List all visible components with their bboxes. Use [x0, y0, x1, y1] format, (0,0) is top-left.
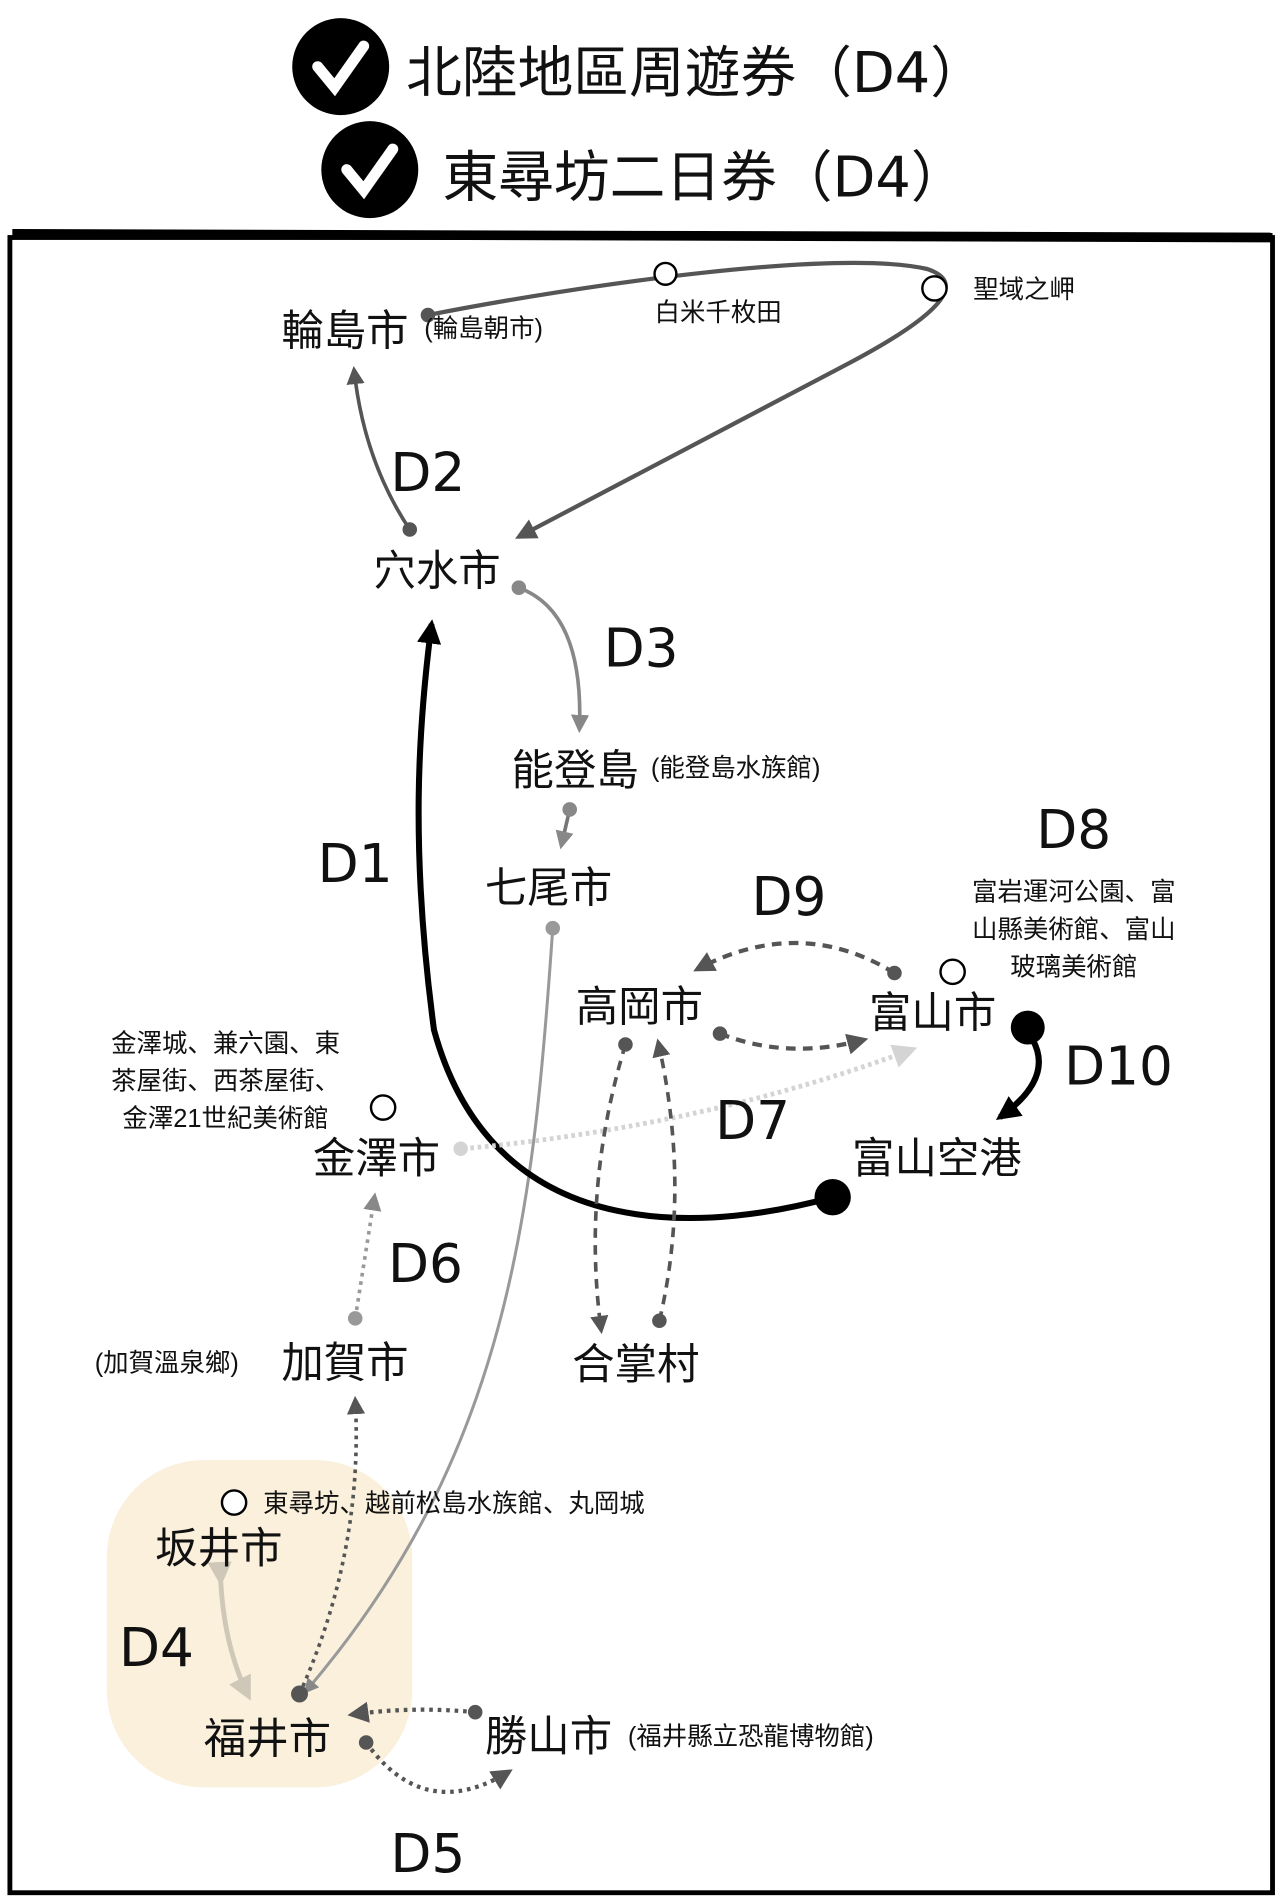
city-sakai: 坂井市 [155, 1525, 282, 1572]
route-d1 [415, 619, 834, 1221]
city-kaga: 加賀市 [281, 1340, 408, 1387]
day-label-d4: D4 [119, 1617, 194, 1679]
route-d6 [353, 1192, 382, 1319]
route-takaoka-gassho [590, 1043, 628, 1335]
city-katsuyama: 勝山市 [485, 1713, 612, 1760]
city-takaoka: 高岡市 [576, 983, 703, 1030]
poi-shiroyone: 白米千枚田 [655, 299, 782, 327]
note-sakai: 東尋坊、越前松島水族館、丸岡城 [263, 1490, 645, 1518]
note-kaga: (加賀溫泉鄉) [95, 1350, 239, 1378]
city-notojima: 能登島 [512, 747, 639, 794]
title-item-1: 北陸地區周遊券（D4） [292, 18, 986, 116]
title-item-2: 東尋坊二日券（D4） [321, 121, 967, 219]
checkmark-icon [312, 40, 370, 97]
day-label-d5: D5 [390, 1823, 465, 1885]
note-katsuyama: (福井縣立恐龍博物館) [628, 1723, 874, 1751]
route-takaoka-toyama [719, 1031, 869, 1055]
city-nanao: 七尾市 [485, 865, 612, 912]
route-fukui-kaga [297, 1395, 366, 1695]
route-noto-loop [427, 260, 948, 539]
check-circle-icon [292, 18, 390, 116]
day-label-d1: D1 [318, 833, 393, 895]
day-label-d3: D3 [604, 617, 679, 679]
day-label-d7: D7 [715, 1090, 790, 1152]
route-d7 [462, 1044, 918, 1152]
city-anamizu: 穴水市 [373, 547, 500, 594]
city-wajima: 輪島市 [281, 307, 408, 354]
day-label-d10: D10 [1064, 1036, 1173, 1098]
note-toyama: 富岩運河公園、富 山縣美術館、富山 玻璃美術館 [972, 878, 1176, 981]
city-kanazawa: 金澤市 [313, 1135, 440, 1182]
svg-text:金澤21世紀美術館: 金澤21世紀美術館 [122, 1105, 328, 1133]
poi-seiiki: 聖域之岬 [973, 276, 1075, 304]
route-d10 [995, 1038, 1042, 1121]
day-label-d8: D8 [1036, 799, 1111, 861]
note-notojima: (能登島水族館) [651, 755, 821, 783]
route-nanao-fukui [303, 928, 555, 1694]
note-kanazawa: 金澤城、兼六園、東 茶屋街、西茶屋街、 金澤21世紀美術館 [111, 1030, 340, 1133]
svg-text:富岩運河公園、富: 富岩運河公園、富 [972, 878, 1176, 906]
note-wajima: (輪島朝市) [424, 315, 543, 343]
node-dots [291, 307, 1045, 1750]
route-sakai-fukui [207, 1561, 251, 1701]
day-label-d2: D2 [390, 442, 465, 504]
city-fukui: 福井市 [204, 1715, 331, 1762]
poi-circles [220, 261, 966, 1516]
checkmark-icon [341, 143, 399, 200]
svg-text:玻璃美術館: 玻璃美術館 [1010, 953, 1137, 981]
d4-highlight-area [106, 1460, 413, 1788]
route-d2 [346, 365, 412, 531]
svg-text:山縣美術館、富山: 山縣美術館、富山 [972, 916, 1176, 944]
day-label-d9: D9 [751, 866, 826, 928]
title-text: 東尋坊二日券（D4） [442, 145, 966, 210]
check-circle-icon [321, 121, 419, 219]
route-d3 [518, 585, 590, 734]
city-gassho: 合掌村 [572, 1341, 699, 1388]
frame-top-brush [12, 229, 1273, 243]
city-toyama: 富山市 [869, 990, 996, 1037]
route-d9 [693, 940, 896, 975]
route-gassho-takaoka [652, 1038, 677, 1322]
svg-text:金澤城、兼六園、東: 金澤城、兼六園、東 [111, 1030, 340, 1058]
title-text: 北陸地區周遊券（D4） [406, 41, 986, 106]
day-label-d6: D6 [388, 1233, 463, 1295]
svg-text:茶屋街、西茶屋街、: 茶屋街、西茶屋街、 [111, 1067, 340, 1095]
route-katsuyama-fukui [347, 1701, 476, 1723]
city-toyama-airport: 富山空港 [852, 1135, 1022, 1182]
